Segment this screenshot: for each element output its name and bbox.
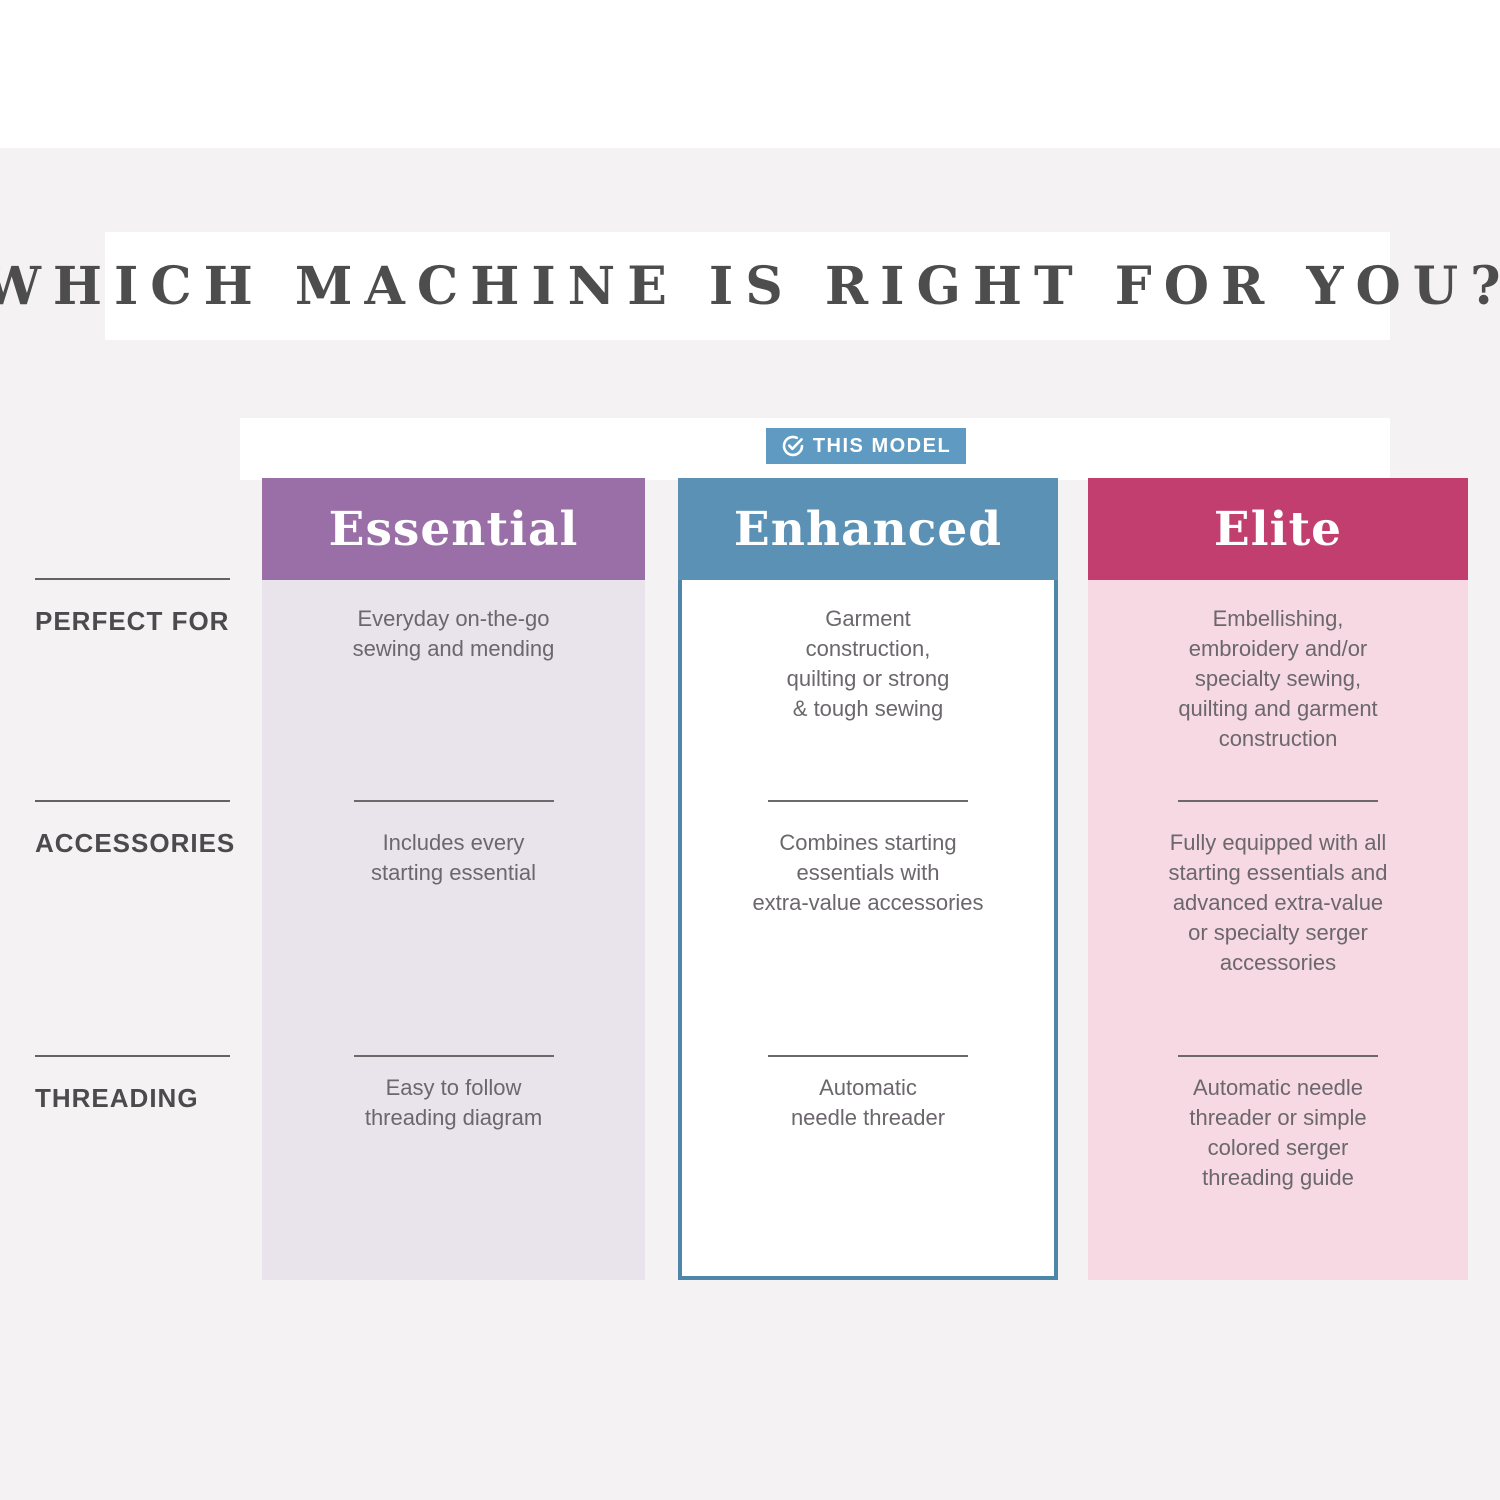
section-divider — [353, 1055, 554, 1057]
divider-line — [35, 578, 230, 580]
column-body-essential: Everyday on-the-go sewing and mending In… — [262, 580, 645, 1280]
title-band: WHICH MACHINE IS RIGHT FOR YOU? — [0, 232, 1500, 340]
section-divider — [768, 800, 968, 802]
section-divider — [1178, 800, 1378, 802]
section-divider — [768, 1055, 968, 1057]
cell-threading: Automatic needle threader or simple colo… — [1189, 1075, 1367, 1190]
cell-accessories: Includes every starting essential — [370, 830, 537, 885]
column-body-enhanced: Garment construction, quilting or strong… — [678, 580, 1058, 1280]
row-label-accessories: ACCESSORIES — [35, 800, 236, 859]
divider-line — [35, 1055, 230, 1057]
column-header-elite: Elite — [1088, 478, 1468, 580]
column-title: Enhanced — [733, 501, 1003, 557]
this-model-badge: THIS MODEL — [766, 428, 966, 464]
section-divider — [1178, 1055, 1378, 1057]
page-title: WHICH MACHINE IS RIGHT FOR YOU? — [0, 255, 1500, 317]
cell-perfect-for: Embellishing, embroidery and/or specialt… — [1178, 606, 1378, 751]
column-title: Essential — [328, 501, 579, 557]
row-label-text: ACCESSORIES — [35, 828, 236, 858]
column-header-essential: Essential — [262, 478, 645, 580]
cell-perfect-for: Everyday on-the-go sewing and mending — [352, 606, 555, 661]
divider-line — [35, 800, 230, 802]
cell-accessories: Fully equipped with all starting essenti… — [1168, 830, 1388, 975]
column-header-enhanced: Enhanced — [678, 478, 1058, 580]
column-body-elite: Embellishing, embroidery and/or specialt… — [1088, 580, 1468, 1280]
column-elite: Elite Embellishing, embroidery and/or sp… — [1088, 478, 1468, 1280]
cell-accessories: Combines starting essentials with extra-… — [752, 830, 984, 915]
row-label-text: THREADING — [35, 1083, 199, 1113]
cell-perfect-for: Garment construction, quilting or strong… — [786, 606, 950, 721]
section-divider — [353, 800, 554, 802]
row-label-threading: THREADING — [35, 1055, 230, 1114]
cell-threading: Easy to follow threading diagram — [364, 1075, 543, 1130]
badge-label: THIS MODEL — [812, 434, 952, 457]
cell-threading: Automatic needle threader — [790, 1075, 946, 1130]
column-essential: Essential Everyday on-the-go sewing and … — [262, 478, 645, 1280]
column-title: Elite — [1213, 501, 1343, 557]
check-circle-icon — [781, 434, 805, 458]
row-label-perfect-for: PERFECT FOR — [35, 578, 230, 637]
row-label-text: PERFECT FOR — [35, 606, 230, 636]
column-enhanced: Enhanced Garment construction, quilting … — [678, 478, 1058, 1280]
